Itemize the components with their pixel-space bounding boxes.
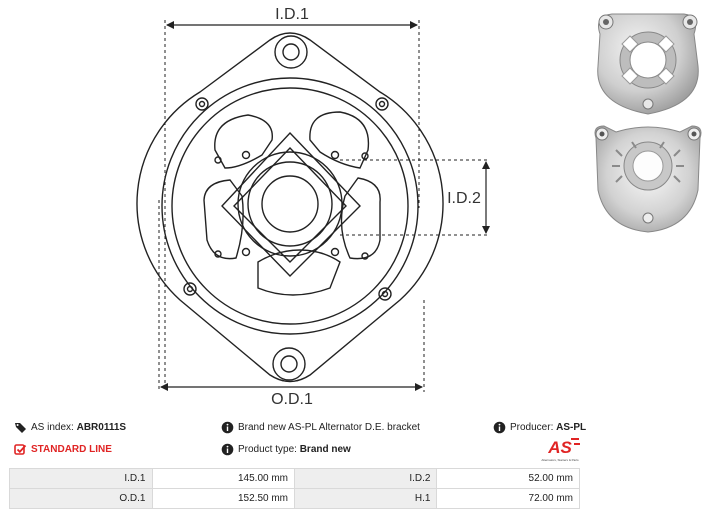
technical-drawing: I.D.1 O.D.1 I.D.2 (136, 4, 490, 408)
param-label: I.D.2 (294, 468, 438, 489)
param-value: 145.00 mm (151, 468, 296, 489)
product-type-label: Product type: (238, 443, 297, 455)
top-lug-outer (274, 35, 308, 69)
id2-label: I.D.2 (447, 190, 481, 207)
info-icon (221, 421, 234, 434)
as-index-label: AS index: (31, 421, 74, 433)
table-row: O.D.1 152.50 mm H.1 72.00 mm (9, 488, 580, 509)
as-pl-logo: AS Alternators, Starters & Parts (541, 438, 580, 462)
id1-label: I.D.1 (275, 6, 309, 23)
product-photo-back (594, 125, 702, 233)
product-type: Product type: Brand new (221, 439, 351, 459)
producer-value: AS-PL (556, 421, 587, 433)
bracket-outline (136, 32, 444, 383)
info-icon (493, 421, 506, 434)
tags-icon (14, 421, 27, 434)
producer: Producer: AS-PL (493, 417, 586, 437)
param-label: I.D.1 (9, 468, 153, 489)
logo-text: AS (547, 438, 572, 457)
product-description: Brand new AS-PL Alternator D.E. bracket (221, 417, 420, 437)
as-index: AS index: ABR0111S (14, 417, 126, 437)
param-label: H.1 (294, 488, 438, 509)
param-label: O.D.1 (9, 488, 153, 509)
param-value: 72.00 mm (436, 488, 580, 509)
param-value: 52.00 mm (436, 468, 580, 489)
parameters-table: I.D.1 145.00 mm I.D.2 52.00 mm O.D.1 152… (9, 468, 580, 509)
od1-label: O.D.1 (271, 391, 313, 408)
as-index-value: ABR0111S (76, 421, 127, 433)
bearing-inner (261, 175, 319, 233)
bottom-lug-inner (280, 355, 298, 373)
bottom-lug-outer (272, 347, 306, 381)
table-row: I.D.1 145.00 mm I.D.2 52.00 mm (9, 468, 580, 489)
housing-inner-circle (171, 87, 409, 325)
product-type-value: Brand new (299, 443, 351, 455)
producer-label: Producer: (510, 421, 554, 433)
bearing-outer (237, 151, 343, 257)
checkbox-icon (14, 443, 27, 456)
standard-line-label: STANDARD LINE (31, 443, 112, 455)
logo-tagline: Alternators, Starters & Parts (541, 458, 579, 462)
top-lug-inner (282, 43, 300, 61)
housing-outer-circle (161, 77, 419, 335)
product-photo-front (597, 13, 699, 115)
info-icon (221, 443, 234, 456)
info-row-2: STANDARD LINE Product type: Brand new (0, 439, 714, 459)
param-value: 152.50 mm (151, 488, 296, 509)
info-row-1: AS index: ABR0111S Brand new AS-PL Alter… (0, 417, 714, 437)
description-text: Brand new AS-PL Alternator D.E. bracket (238, 421, 420, 433)
standard-line-badge: STANDARD LINE (14, 439, 112, 459)
